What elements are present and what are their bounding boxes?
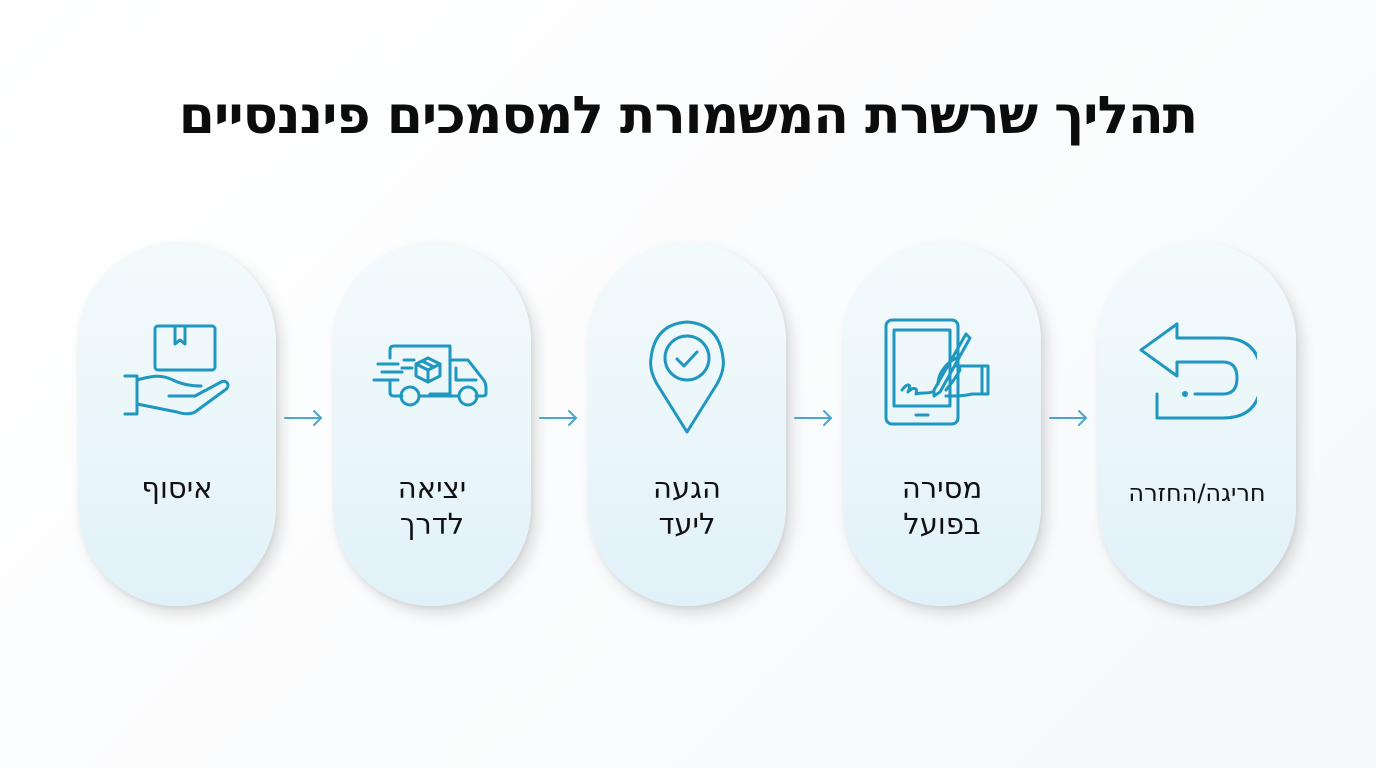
arrow-right-icon — [281, 408, 325, 428]
page-title: תהליך שרשרת המשמורת למסמכים פיננסיים — [178, 86, 1198, 146]
hand-box-icon — [117, 314, 237, 434]
step-label: מסירה בפועל — [901, 471, 983, 541]
step-delivery: מסירה בפועל — [843, 242, 1041, 606]
delivery-truck-icon — [372, 314, 492, 434]
step-dispatch: יציאה לדרך — [333, 242, 531, 606]
tablet-signature-icon — [882, 314, 1002, 434]
return-arrow-icon — [1137, 314, 1257, 434]
arrow-right-icon — [1046, 408, 1090, 428]
location-check-icon — [627, 314, 747, 434]
step-label: הגעה ליעד — [653, 471, 721, 541]
step-label: חריגה/החזרה — [1128, 479, 1266, 507]
step-collection: איסוף — [78, 242, 276, 606]
step-arrival: הגעה ליעד — [588, 242, 786, 606]
arrow-right-icon — [536, 408, 580, 428]
step-label: יציאה לדרך — [397, 471, 467, 541]
arrow-right-icon — [791, 408, 835, 428]
step-exception-return: חריגה/החזרה — [1098, 242, 1296, 606]
step-label: איסוף — [141, 471, 213, 505]
